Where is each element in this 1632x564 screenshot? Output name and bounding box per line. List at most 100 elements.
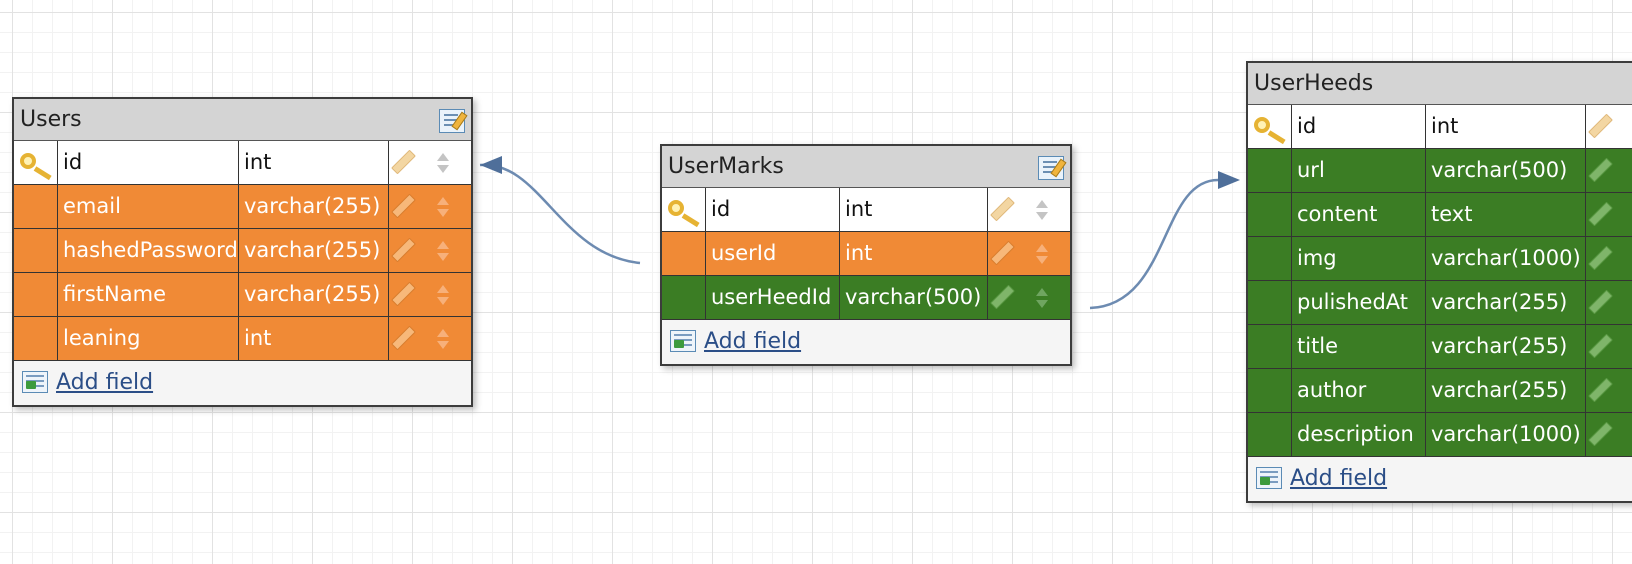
table-footer: Add field xyxy=(1248,457,1632,501)
field-type: varchar(500) xyxy=(1426,149,1586,192)
key-cell xyxy=(14,185,58,228)
field-actions xyxy=(389,229,471,272)
table-title: UserHeeds xyxy=(1254,71,1374,96)
key-cell xyxy=(14,141,58,184)
field-type: int xyxy=(1426,105,1586,148)
edit-table-icon[interactable] xyxy=(439,109,465,133)
field-actions xyxy=(389,273,471,316)
field-name: id xyxy=(706,188,840,231)
add-field-link[interactable]: Add field xyxy=(1290,466,1388,491)
edit-field-icon[interactable] xyxy=(391,237,416,263)
arrowhead-userheeds xyxy=(1218,171,1240,189)
table-title: UserMarks xyxy=(668,154,784,179)
key-cell xyxy=(1248,281,1292,324)
table-header: UserMarks xyxy=(662,146,1070,188)
edit-table-icon[interactable] xyxy=(1038,156,1064,180)
edit-field-icon[interactable] xyxy=(1588,289,1613,315)
field-actions xyxy=(988,188,1070,231)
table-footer: Add field xyxy=(662,320,1070,364)
edit-field-icon[interactable] xyxy=(1588,157,1613,183)
edit-field-icon[interactable] xyxy=(990,240,1015,266)
field-name: author xyxy=(1292,369,1426,412)
field-name: email xyxy=(58,185,239,228)
key-cell xyxy=(1248,325,1292,368)
edit-field-icon[interactable] xyxy=(1588,421,1613,447)
field-actions xyxy=(389,185,471,228)
edit-field-icon[interactable] xyxy=(1588,245,1613,271)
edit-field-icon[interactable] xyxy=(1588,377,1613,403)
edit-field-icon[interactable] xyxy=(391,193,416,219)
key-cell xyxy=(1248,193,1292,236)
field-type: varchar(1000) xyxy=(1426,237,1586,280)
key-cell xyxy=(1248,413,1292,456)
add-field-link[interactable]: Add field xyxy=(56,370,154,395)
field-type: int xyxy=(840,188,988,231)
reorder-icon[interactable] xyxy=(1036,200,1048,220)
field-type: varchar(255) xyxy=(239,229,389,272)
reorder-icon[interactable] xyxy=(437,241,449,261)
reorder-icon[interactable] xyxy=(437,153,449,173)
field-actions xyxy=(1586,369,1632,412)
add-field-icon[interactable] xyxy=(22,371,48,393)
edit-field-icon[interactable] xyxy=(391,325,416,351)
field-actions xyxy=(988,232,1070,275)
reorder-icon[interactable] xyxy=(1036,288,1048,308)
field-type: int xyxy=(239,317,389,360)
key-cell xyxy=(1248,105,1292,148)
field-name: pulishedAt xyxy=(1292,281,1426,324)
key-cell xyxy=(1248,237,1292,280)
key-cell xyxy=(1248,149,1292,192)
reorder-icon[interactable] xyxy=(437,329,449,349)
edit-field-icon[interactable] xyxy=(391,281,416,307)
field-actions xyxy=(1586,193,1632,236)
reorder-icon[interactable] xyxy=(1036,244,1048,264)
edit-field-icon[interactable] xyxy=(1588,113,1613,139)
key-cell xyxy=(662,232,706,275)
edit-field-icon[interactable] xyxy=(391,149,416,175)
edit-field-icon[interactable] xyxy=(990,284,1015,310)
edit-field-icon[interactable] xyxy=(990,196,1015,222)
add-field-icon[interactable] xyxy=(1256,467,1282,489)
add-field-icon[interactable] xyxy=(670,330,696,352)
connector-usermarks-to-users xyxy=(479,163,641,265)
primary-key-icon xyxy=(668,200,684,216)
reorder-icon[interactable] xyxy=(437,197,449,217)
reorder-icon[interactable] xyxy=(437,285,449,305)
table-header: UserHeeds xyxy=(1248,63,1632,105)
key-cell xyxy=(14,317,58,360)
field-type: int xyxy=(840,232,988,275)
field-name: firstName xyxy=(58,273,239,316)
field-type: varchar(255) xyxy=(1426,325,1586,368)
edit-field-icon[interactable] xyxy=(1588,201,1613,227)
key-cell xyxy=(1248,369,1292,412)
table-title: Users xyxy=(20,107,82,132)
edit-field-icon[interactable] xyxy=(1588,333,1613,359)
field-actions xyxy=(1586,413,1632,456)
field-name: hashedPassword xyxy=(58,229,239,272)
field-name: id xyxy=(58,141,239,184)
field-type: int xyxy=(239,141,389,184)
field-actions xyxy=(389,141,471,184)
add-field-link[interactable]: Add field xyxy=(704,329,802,354)
table-footer: Add field xyxy=(14,361,471,405)
field-actions xyxy=(1586,281,1632,324)
